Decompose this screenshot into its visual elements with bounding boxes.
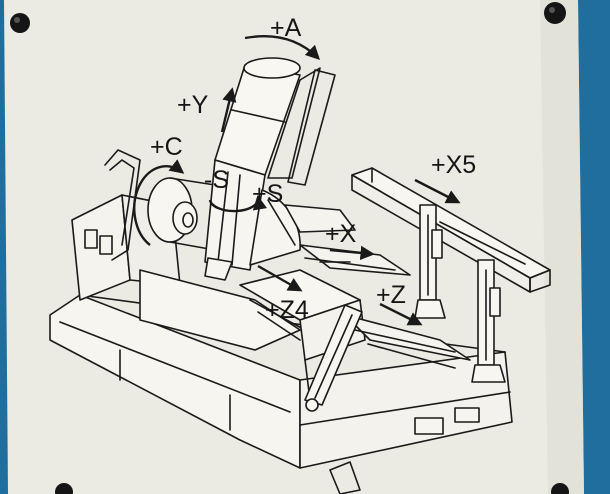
c-axis-arrow [133, 159, 185, 246]
gantry-loader [351, 167, 551, 383]
main-spindle [147, 177, 216, 251]
screw-icon [10, 13, 30, 33]
y-axis-arrow [220, 87, 237, 133]
milling-head [204, 57, 356, 281]
axis-label-z4: +Z4 [265, 296, 309, 324]
x5-axis-arrow [414, 178, 461, 204]
machine-base [49, 294, 513, 494]
screw-icon [551, 483, 569, 494]
x-axis-arrow [329, 245, 375, 261]
sub-spindle-slide [299, 244, 471, 369]
screw-icon [544, 2, 566, 24]
axis-label-z: +Z [376, 281, 406, 309]
axis-label-x5: +X5 [431, 151, 476, 179]
axis-label-s-minus: -S [204, 166, 229, 194]
plate-shade [540, 0, 584, 494]
z4-axis-arrow [257, 264, 303, 292]
s-axis-arrow [208, 195, 267, 213]
axis-label-a: +A [270, 14, 302, 42]
axis-label-s-plus: +S [252, 180, 283, 208]
support-arm [304, 304, 363, 412]
a-axis-arrow [244, 35, 321, 61]
z-axis-arrow [379, 302, 423, 326]
axis-arrows [133, 35, 461, 326]
machine-drawing [49, 57, 551, 494]
screw-icon [55, 483, 73, 494]
axis-label-x: +X [325, 220, 357, 248]
axis-label-y: +Y [177, 91, 209, 119]
axis-label-c: +C [150, 133, 183, 161]
